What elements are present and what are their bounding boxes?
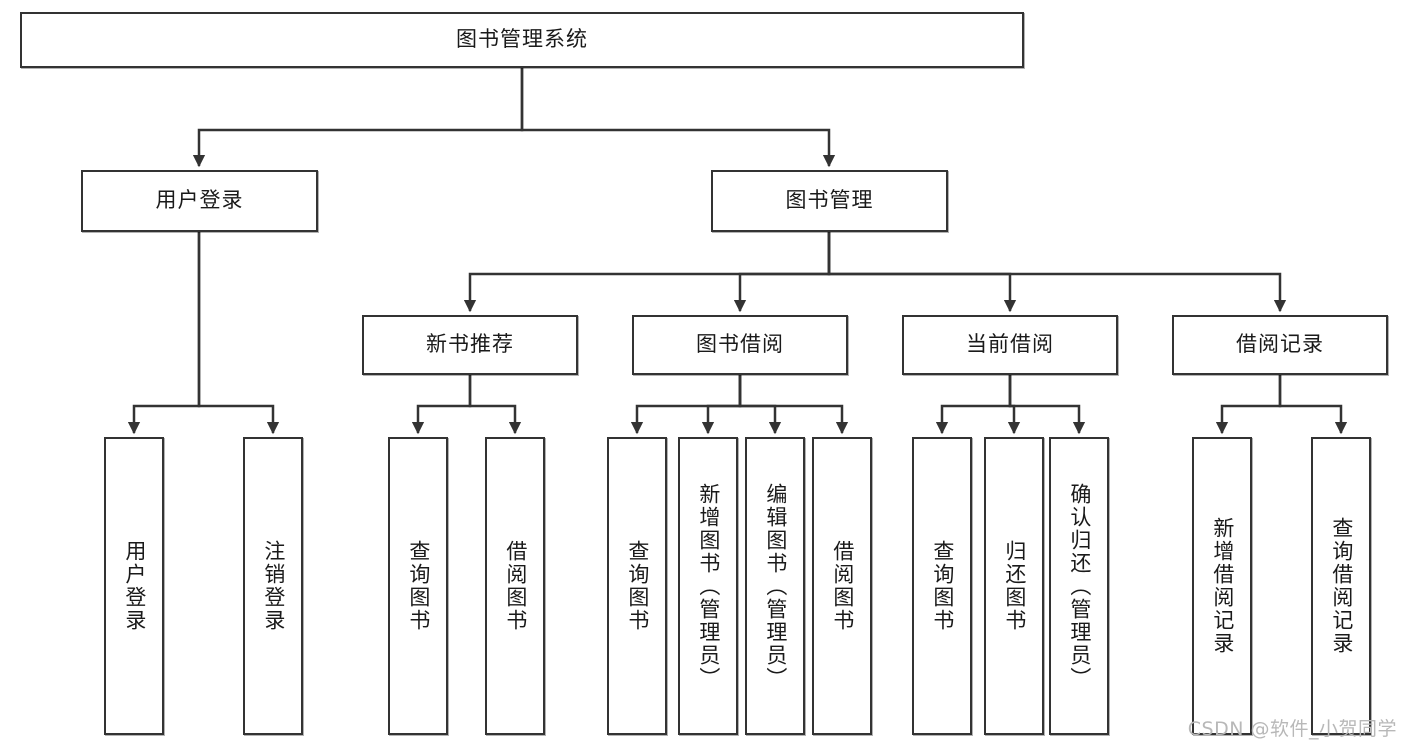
node-leaf-query-book-3-label: 查询图书 <box>930 540 955 632</box>
node-leaf-logout[interactable]: 注销登录 <box>243 437 303 735</box>
node-leaf-confirm-return[interactable]: 确认归还（管理员） <box>1049 437 1109 735</box>
node-leaf-add-book[interactable]: 新增图书（管理员） <box>678 437 738 735</box>
node-book-manage-label: 图书管理 <box>785 188 874 213</box>
node-borrow-record-label: 借阅记录 <box>1236 332 1324 357</box>
node-leaf-return-book[interactable]: 归还图书 <box>984 437 1044 735</box>
node-book-borrow[interactable]: 图书借阅 <box>632 315 848 375</box>
node-leaf-borrow-book-2[interactable]: 借阅图书 <box>812 437 872 735</box>
node-current-borrow-label: 当前借阅 <box>966 332 1054 357</box>
node-leaf-query-book-1-label: 查询图书 <box>406 540 431 632</box>
node-leaf-logout-label: 注销登录 <box>261 540 286 632</box>
node-user-login-label: 用户登录 <box>155 188 244 213</box>
node-leaf-query-book-2[interactable]: 查询图书 <box>607 437 667 735</box>
node-leaf-borrow-book-1-label: 借阅图书 <box>503 540 528 632</box>
node-root[interactable]: 图书管理系统 <box>20 12 1024 68</box>
csdn-watermark: CSDN @软件_小贺同学 <box>1187 718 1397 740</box>
node-leaf-confirm-return-label: 确认归还（管理员） <box>1067 482 1092 690</box>
node-leaf-user-login-label: 用户登录 <box>122 540 147 632</box>
node-leaf-add-book-label: 新增图书（管理员） <box>696 482 721 690</box>
node-book-manage[interactable]: 图书管理 <box>711 170 948 232</box>
node-leaf-edit-book-label: 编辑图书（管理员） <box>763 482 788 690</box>
node-leaf-query-book-3[interactable]: 查询图书 <box>912 437 972 735</box>
node-root-label: 图书管理系统 <box>456 27 588 52</box>
node-leaf-query-record[interactable]: 查询借阅记录 <box>1311 437 1371 735</box>
node-leaf-add-record[interactable]: 新增借阅记录 <box>1192 437 1252 735</box>
node-leaf-borrow-book-2-label: 借阅图书 <box>830 540 855 632</box>
node-leaf-user-login[interactable]: 用户登录 <box>104 437 164 735</box>
node-leaf-borrow-book-1[interactable]: 借阅图书 <box>485 437 545 735</box>
node-new-book-recommend-label: 新书推荐 <box>426 332 514 357</box>
node-leaf-query-record-label: 查询借阅记录 <box>1329 517 1354 655</box>
node-borrow-record[interactable]: 借阅记录 <box>1172 315 1388 375</box>
node-leaf-query-book-1[interactable]: 查询图书 <box>388 437 448 735</box>
node-user-login[interactable]: 用户登录 <box>81 170 318 232</box>
node-current-borrow[interactable]: 当前借阅 <box>902 315 1118 375</box>
node-leaf-query-book-2-label: 查询图书 <box>625 540 650 632</box>
node-leaf-return-book-label: 归还图书 <box>1002 540 1027 632</box>
node-book-borrow-label: 图书借阅 <box>696 332 784 357</box>
node-leaf-add-record-label: 新增借阅记录 <box>1210 517 1235 655</box>
node-leaf-edit-book[interactable]: 编辑图书（管理员） <box>745 437 805 735</box>
node-new-book-recommend[interactable]: 新书推荐 <box>362 315 578 375</box>
